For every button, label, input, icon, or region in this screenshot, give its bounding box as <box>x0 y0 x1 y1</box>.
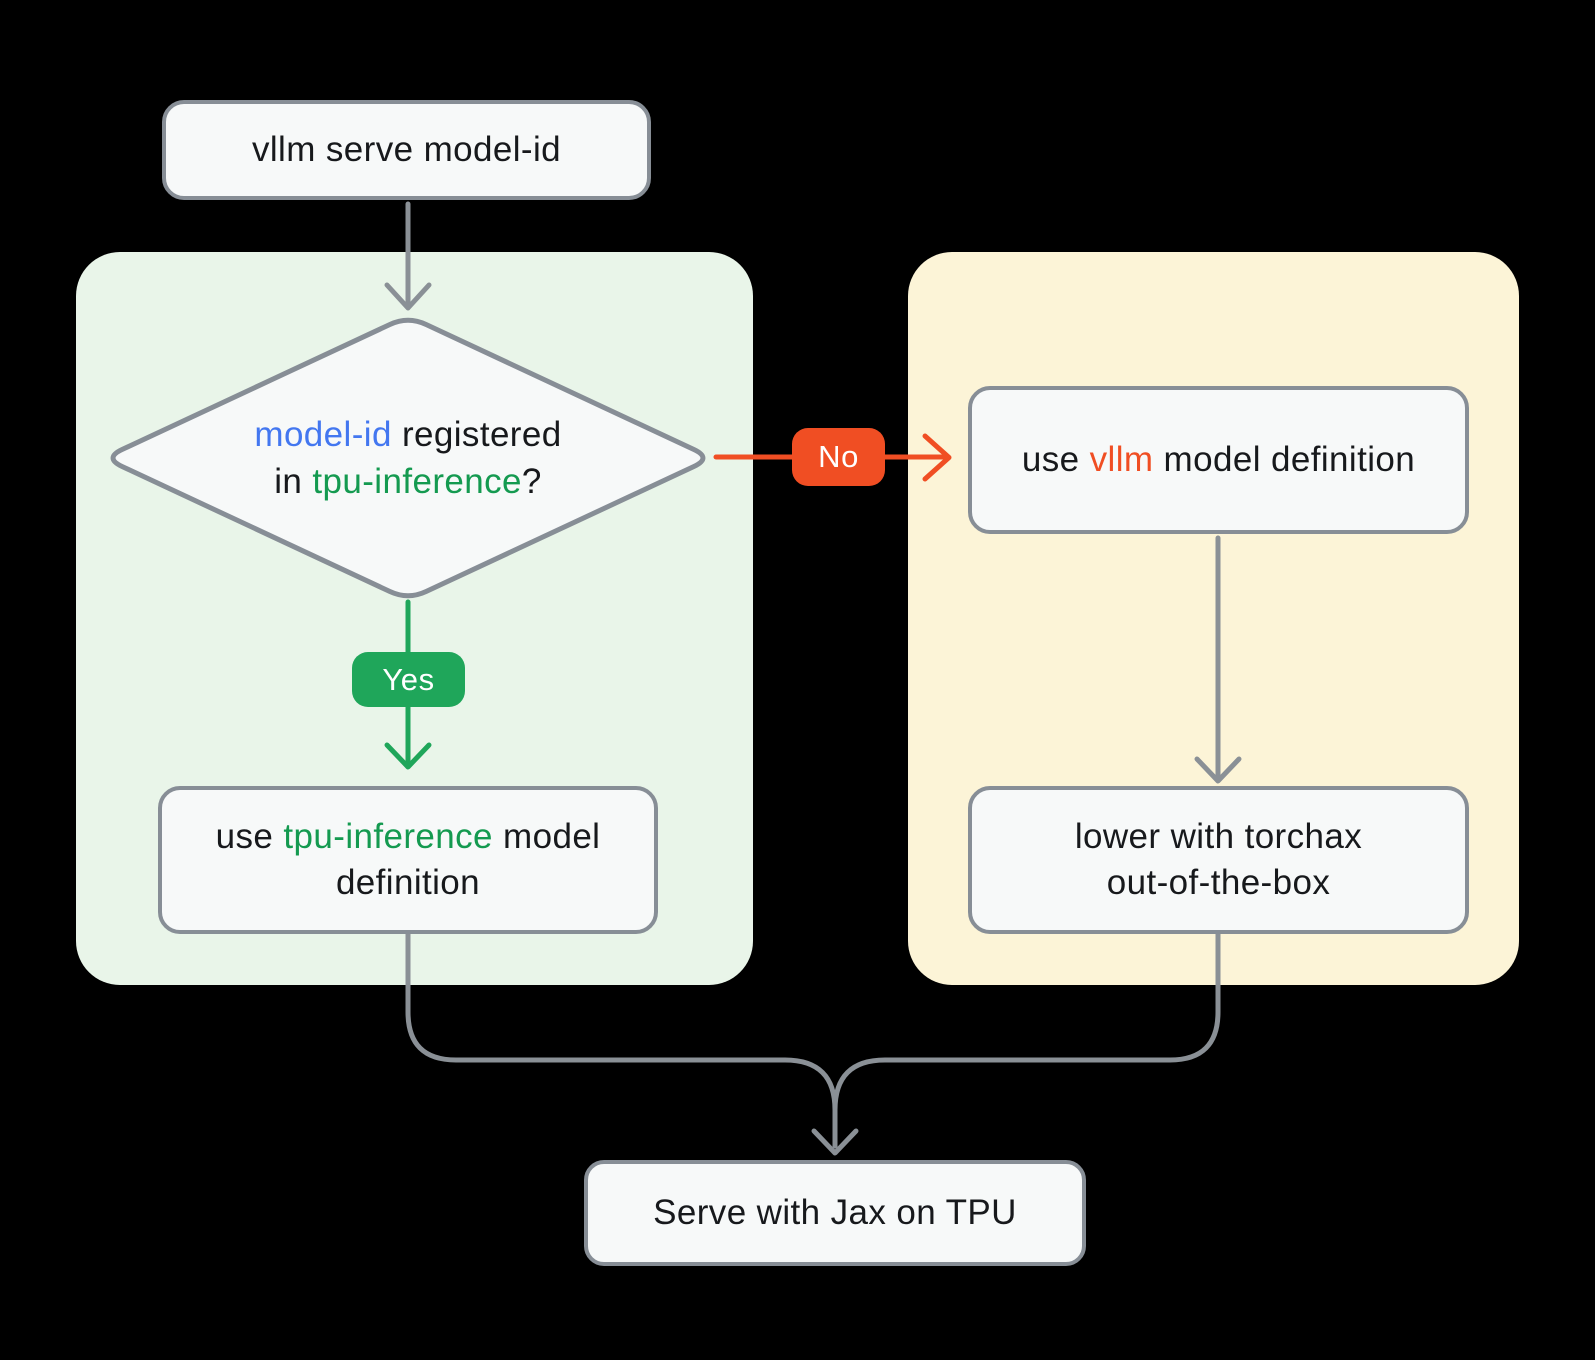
arrow-start-to-decision <box>384 201 432 311</box>
start-node-label: vllm serve model-id <box>251 130 562 169</box>
tpu-box-pre: use <box>215 817 284 856</box>
vllm-model-node: use vllm model definition <box>968 386 1469 534</box>
decision-line2-pre: in <box>274 462 313 501</box>
decision-label-line1: model-id registered <box>254 411 561 458</box>
no-badge-label: No <box>818 439 859 474</box>
decision-label-line2: in tpu-inference? <box>274 458 542 505</box>
no-badge: No <box>792 428 885 486</box>
vllm-box-pre: use <box>1021 440 1090 479</box>
torchax-label-line2: out-of-the-box <box>1106 863 1331 902</box>
model-id-highlight: model-id <box>254 415 392 454</box>
vllm-model-label: use vllm model definition <box>1022 437 1415 483</box>
tpu-inference-model-label: use tpu-inference model definition <box>176 814 641 906</box>
torchax-node: lower with torchax out-of-the-box <box>968 786 1469 934</box>
serve-node: Serve with Jax on TPU <box>584 1160 1086 1266</box>
start-node: vllm serve model-id <box>162 100 651 200</box>
torchax-label-line1: lower with torchax <box>1074 817 1363 856</box>
arrow-vllm-to-torchax <box>1194 535 1242 784</box>
decision-line1-rest: registered <box>391 415 562 454</box>
tpu-box-highlight: tpu-inference <box>283 817 493 856</box>
tpu-inference-model-node: use tpu-inference model definition <box>158 786 658 934</box>
tpu-box-post: model definition <box>335 817 601 902</box>
decision-label: model-id registered in tpu-inference? <box>158 402 658 514</box>
serve-node-label: Serve with Jax on TPU <box>653 1193 1017 1232</box>
vllm-box-post: model definition <box>1153 440 1416 479</box>
decision-diamond <box>110 317 706 599</box>
merge-arrow-to-serve <box>405 931 1221 1156</box>
yes-badge: Yes <box>352 652 465 707</box>
tpu-inference-highlight: tpu-inference <box>312 462 522 501</box>
yes-badge-label: Yes <box>382 661 435 697</box>
vllm-box-highlight: vllm <box>1089 440 1154 479</box>
decision-line2-question: ? <box>521 462 542 501</box>
